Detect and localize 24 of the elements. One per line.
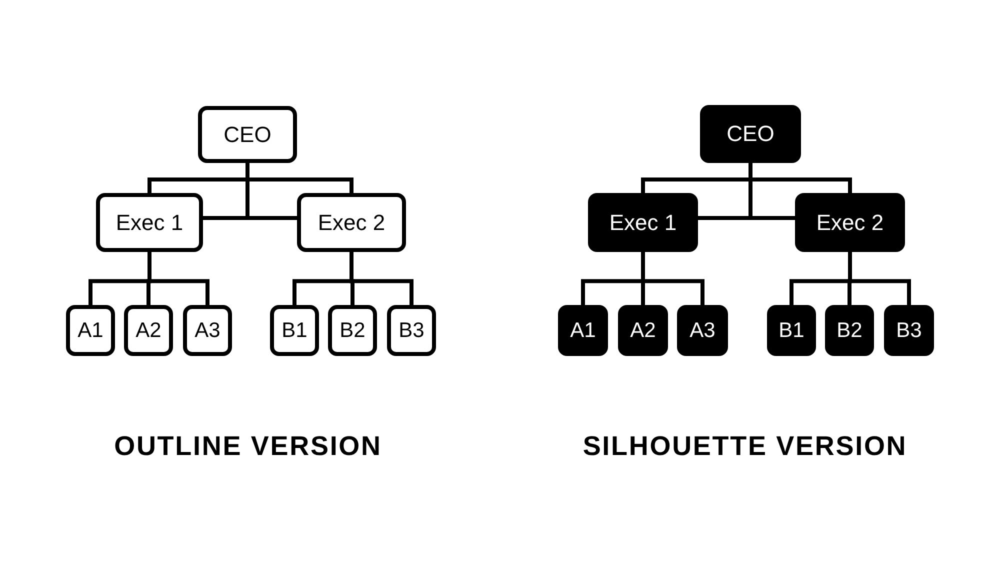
- position-box: Exec 1: [96, 193, 203, 252]
- connector-line: [350, 252, 414, 305]
- position-box: A2: [124, 305, 173, 356]
- position-box: CEO: [700, 105, 801, 163]
- connector-line: [641, 252, 704, 305]
- version-caption: OUTLINE VERSION: [114, 430, 382, 463]
- position-box: B3: [387, 305, 436, 356]
- position-box: CEO: [198, 106, 297, 163]
- position-box: Exec 2: [297, 193, 406, 252]
- position-box: B2: [825, 305, 874, 356]
- connector-line: [848, 252, 911, 305]
- position-box: A3: [677, 305, 728, 356]
- position-box: Exec 1: [588, 193, 698, 252]
- position-box: B1: [270, 305, 319, 356]
- position-box: B2: [328, 305, 377, 356]
- version-caption: SILHOUETTE VERSION: [582, 430, 908, 463]
- connector-line: [148, 252, 210, 305]
- position-box: A1: [558, 305, 608, 356]
- position-box: A2: [618, 305, 668, 356]
- position-box: A3: [183, 305, 232, 356]
- position-box: A1: [66, 305, 115, 356]
- position-box: B3: [884, 305, 934, 356]
- position-box: Exec 2: [795, 193, 905, 252]
- position-box: B1: [767, 305, 816, 356]
